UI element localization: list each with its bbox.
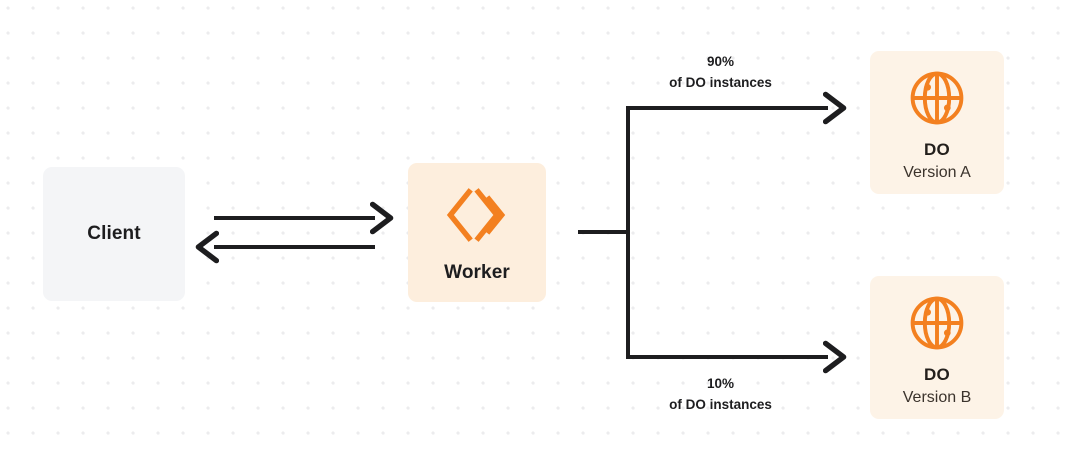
globe-icon	[907, 68, 967, 128]
durable-object-version-a-node[interactable]: DO Version A	[870, 51, 1004, 194]
edge-label-90-percent-text: of DO instances	[669, 74, 772, 90]
durable-object-version-a-label: DO	[924, 140, 950, 159]
worker-node-label: Worker	[444, 262, 510, 283]
cloudflare-workers-icon	[446, 184, 508, 246]
durable-object-version-b-label: DO	[924, 365, 950, 384]
edge-label-10-percent: 10% of DO instances	[603, 374, 838, 416]
client-node[interactable]: Client	[43, 167, 185, 301]
durable-object-version-a-sublabel: Version A	[903, 164, 971, 181]
durable-object-version-b-node[interactable]: DO Version B	[870, 276, 1004, 419]
durable-object-version-b-sublabel: Version B	[902, 389, 972, 406]
edge-label-10-percent-text: of DO instances	[669, 396, 772, 412]
edge-label-10-percent-value: 10%	[706, 376, 735, 391]
globe-icon	[907, 293, 967, 353]
worker-node[interactable]: Worker	[408, 163, 546, 302]
edge-label-90-percent-value: 90%	[706, 54, 735, 69]
edge-label-90-percent: 90% of DO instances	[603, 52, 838, 94]
client-node-label: Client	[87, 223, 141, 244]
